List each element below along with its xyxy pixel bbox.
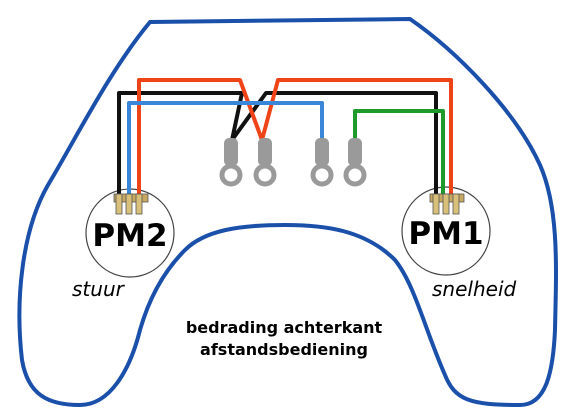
terminal-4-icon (343, 138, 367, 187)
pm2-label: PM2 (92, 218, 167, 254)
pm2-pins (113, 193, 149, 215)
terminal-3-icon (310, 138, 334, 187)
potentiometer-pm1: PM1 (401, 186, 491, 276)
controller-outline (17, 17, 558, 407)
wire-black (117, 91, 438, 196)
pm1-label: PM1 (408, 216, 483, 252)
caption-line-2: afstandsbediening (200, 340, 368, 359)
wire-green (353, 109, 445, 196)
pm1-pins (429, 193, 465, 215)
wire-blue (127, 101, 324, 196)
terminal-2-icon (253, 138, 277, 187)
wire-red (137, 78, 453, 196)
caption-line-1: bedrading achterkant (186, 318, 383, 337)
potentiometer-pm2: PM2 (85, 188, 175, 278)
pm2-role-label: stuur (72, 277, 126, 301)
pm1-role-label: snelheid (432, 277, 516, 301)
terminal-1-icon (219, 138, 243, 187)
